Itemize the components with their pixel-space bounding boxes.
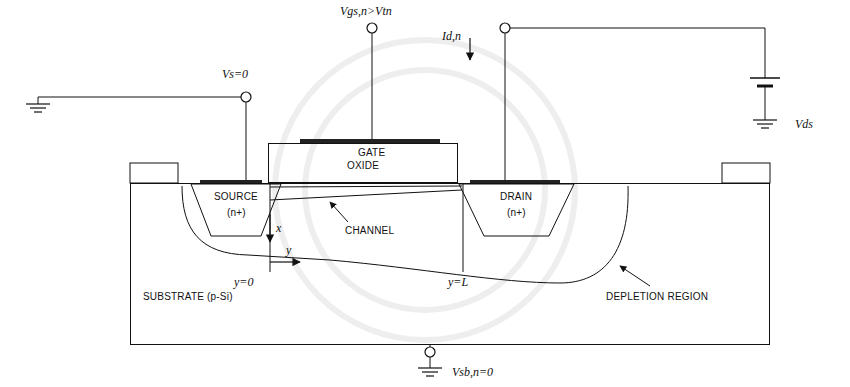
drain-region: DRAIN (n+)	[459, 184, 574, 236]
region-label: (n+)	[507, 207, 526, 218]
leader-line	[330, 202, 348, 222]
axis-label: y	[286, 244, 291, 257]
depletion-boundary	[182, 186, 628, 283]
region-label: DRAIN	[500, 191, 532, 202]
axis-line	[463, 184, 464, 272]
gate-label: GATE	[358, 147, 385, 158]
watermark-seal	[275, 40, 575, 340]
axis-label: y=L	[448, 276, 468, 289]
y-axis-arrow	[270, 261, 300, 262]
voltage-label: Vds	[795, 118, 813, 131]
field-oxide	[130, 163, 178, 183]
region-label: OXIDE	[347, 160, 379, 171]
current-label: Id,n	[442, 30, 461, 43]
field-oxide	[722, 163, 770, 183]
terminal-circle	[241, 23, 510, 357]
region-label: SOURCE	[214, 191, 258, 202]
leader-line	[620, 266, 650, 286]
terminal-label: Vsb,n=0	[452, 366, 493, 379]
wires	[38, 28, 765, 368]
channel-line	[270, 190, 462, 200]
battery-symbol	[750, 77, 780, 79]
region-label: DEPLETION REGION	[606, 291, 708, 302]
battery-symbol	[757, 85, 773, 88]
axis-line	[270, 184, 271, 272]
axis-label: y=0	[234, 276, 253, 289]
x-axis-arrow	[269, 214, 270, 242]
source-region: SOURCE (n+)	[191, 184, 281, 236]
region-label: SUBSTRATE (p-Si)	[143, 291, 233, 302]
axis-label: x	[276, 222, 281, 235]
region-label: (n+)	[227, 207, 246, 218]
current-arrow	[469, 38, 470, 60]
terminal-label: Vs=0	[222, 68, 248, 81]
substrate-region: SUBSTRATE (p-Si) SOURCE (n+) DRAIN (n+)	[130, 183, 770, 345]
region-label: CHANNEL	[345, 225, 394, 236]
terminal-label: Vgs,n>Vtn	[340, 5, 392, 18]
channel-line	[270, 186, 462, 187]
ground-symbol	[26, 104, 777, 376]
